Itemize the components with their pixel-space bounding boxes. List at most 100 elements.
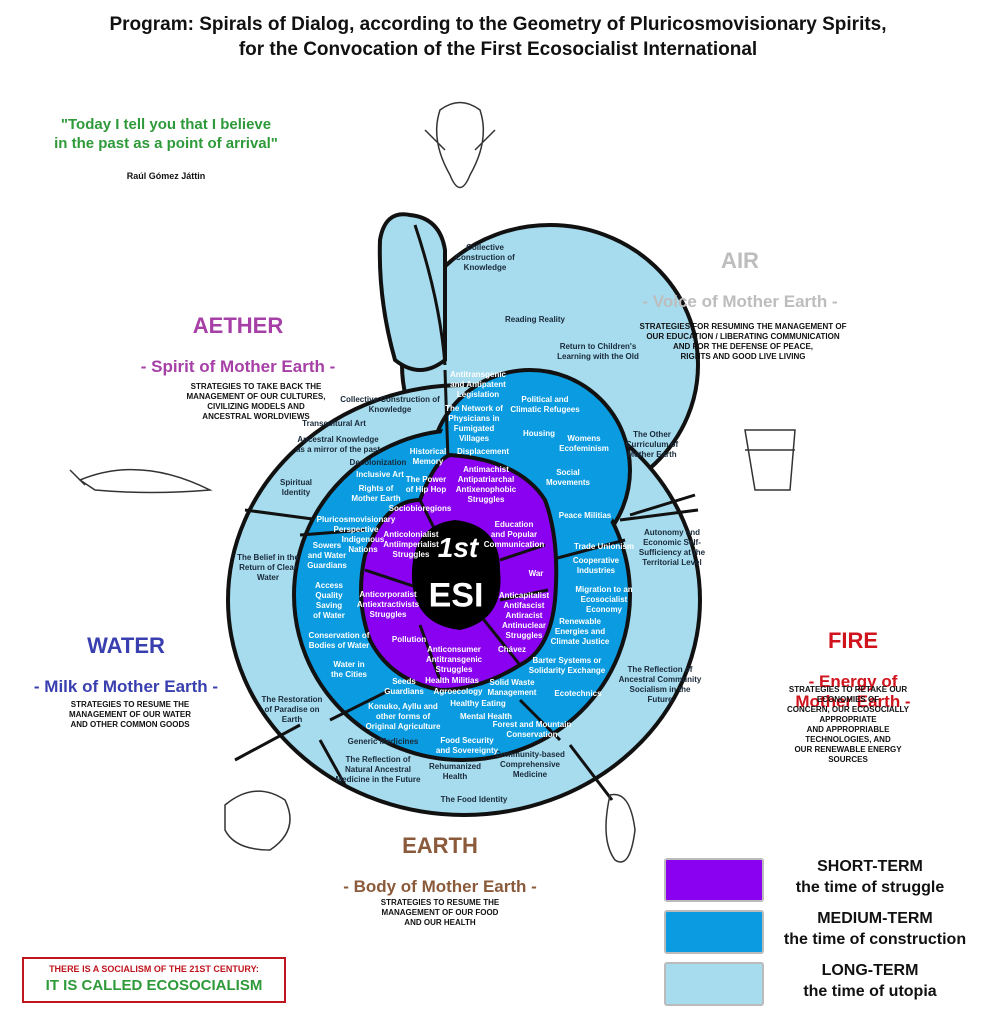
title-line-1: Program: Spirals of Dialog, according to… [109, 14, 887, 35]
medium-term-item: Mental Health [459, 712, 513, 721]
short-term-item: Chávez [497, 645, 527, 654]
element-water: WATER - Milk of Mother Earth - [34, 615, 218, 715]
long-term-item: Transcultural Art [302, 419, 366, 428]
long-term-item: Autonomy and Economic Self- Sufficiency … [638, 528, 706, 567]
earth-strategy: STRATEGIES TO RESUME THE MANAGEMENT OF O… [380, 898, 500, 927]
medium-term-item: Political and Climatic Refugees [510, 395, 580, 414]
legend-swatch-long [664, 962, 764, 1006]
ecosocialism-banner: THERE IS A SOCIALISM OF THE 21ST CENTURY… [22, 957, 286, 1003]
medium-term-item: Displacement [456, 447, 510, 456]
medium-term-item: Agroecology [433, 687, 483, 696]
medium-term-item: Healthy Eating [450, 699, 506, 708]
short-term-item: Anticorporatist Antiextractivists Strugg… [356, 590, 420, 619]
air-strategy: STRATEGIES FOR RESUMING THE MANAGEMENT O… [639, 322, 847, 361]
fish-icon [69, 468, 213, 494]
legend-swatch-medium [664, 910, 764, 954]
element-air: AIR - Voice of Mother Earth - [642, 230, 837, 330]
element-aether: AETHER - Spirit of Mother Earth - [141, 295, 336, 395]
water-subtitle: - Milk of Mother Earth - [33, 677, 219, 696]
legend-term: LONG-TERM [821, 962, 919, 979]
aether-subtitle: - Spirit of Mother Earth - [140, 357, 336, 376]
long-term-item: The Reflection of Natural Ancestral Medi… [335, 755, 421, 784]
frog-icon [224, 790, 291, 851]
short-term-item: Anticonsumer Antitransgenic Struggles [425, 645, 483, 674]
water-strategy: STRATEGIES TO RESUME THE MANAGEMENT OF O… [68, 700, 192, 729]
drum-icon [744, 429, 796, 491]
legend-term: SHORT-TERM [817, 858, 923, 875]
long-term-item: The Reflection of Ancestral Community So… [618, 665, 702, 704]
quote-text: "Today I tell you that I believe in the … [54, 116, 278, 152]
air-subtitle: - Voice of Mother Earth - [642, 292, 838, 311]
legend-item-long: LONG-TERM the time of utopia [755, 960, 985, 1002]
legend-desc: the time of construction [783, 931, 967, 948]
aether-name: AETHER [192, 313, 284, 338]
quote: "Today I tell you that I believe in the … [54, 97, 278, 199]
medium-term-item: Seeds Guardians [384, 677, 424, 696]
center-acronym: ESI [428, 576, 484, 615]
long-term-dividers [234, 224, 699, 801]
long-term-item: The Other Curriculum of Mother Earth [625, 430, 679, 459]
medium-term-item: Solid Waste Management [487, 678, 537, 697]
medium-term-item: Sowers and Water Guardians [307, 541, 347, 570]
earth-subtitle: - Body of Mother Earth - [343, 877, 537, 896]
medium-term-item: Rights of Mother Earth [351, 484, 401, 503]
banner-line-2: IT IS CALLED ECOSOCIALISM [45, 977, 263, 994]
short-term-item: Education and Popular Communication [483, 520, 545, 549]
medium-term-item: Inclusive Art [356, 470, 404, 479]
long-term-item: Reading Reality [504, 315, 566, 324]
long-term-item: Ancestral Knowledge as a mirror of the p… [295, 435, 381, 454]
element-earth: EARTH - Body of Mother Earth - [343, 815, 537, 915]
legend-swatch-short [664, 858, 764, 902]
long-term-item: Return to Children's Learning with the O… [557, 342, 639, 361]
fire-strategy: STRATEGIES TO RETAKE OUR ECONOMIES OF CO… [787, 685, 909, 764]
medium-term-item: Konuko, Ayllu and other forms of Origina… [365, 702, 441, 731]
long-term-item: Collective Construction of Knowledge [455, 243, 515, 272]
medium-term-item: Womens Ecofeminism [559, 434, 609, 453]
medium-term-item: Trade Unionism [573, 542, 635, 551]
medium-term-dividers [299, 369, 626, 742]
long-term-item: The Belief in the Return of Clear Water [237, 553, 299, 582]
fire-subtitle: - Energy of Mother Earth - [795, 672, 911, 711]
water-name: WATER [87, 633, 165, 658]
medium-term-item: Antitransgenic and Antipatent Legislatio… [449, 370, 507, 399]
bird-icon [424, 101, 496, 189]
center-ordinal: 1st [437, 532, 479, 563]
element-fire: FIRE - Energy of Mother Earth - [782, 610, 925, 730]
medium-term-item: Cooperative Industries [572, 556, 620, 575]
air-name: AIR [721, 248, 759, 273]
medium-term-item: The Network of Physicians in Fumigated V… [445, 404, 503, 443]
fire-name: FIRE [827, 628, 879, 653]
legend-desc: the time of utopia [803, 983, 937, 1000]
long-term-item: Rehumanized Health [428, 762, 482, 781]
short-term-item: War [528, 569, 544, 578]
page-title: Program: Spirals of Dialog, according to… [0, 12, 996, 62]
long-term-item: Spiritual Identity [279, 478, 313, 497]
corn-icon [605, 793, 636, 863]
medium-term-item: Sociobioregions [388, 504, 452, 513]
banner-line-1: THERE IS A SOCIALISM OF THE 21ST CENTURY… [49, 964, 259, 974]
legend-desc: the time of struggle [795, 879, 945, 896]
medium-term-item: Housing [523, 429, 555, 438]
medium-term-item: Renewable Energies and Climate Justice [550, 617, 610, 646]
short-term-item: Pollution [391, 635, 427, 644]
medium-term-item: Peace Militias [558, 511, 612, 520]
medium-term-item: Barter Systems or Solidarity Exchange [528, 656, 606, 675]
long-term-item: Community-based Comprehensive Medicine [495, 750, 565, 779]
long-term-item: Collective Construction of Knowledge [340, 395, 440, 414]
medium-term-item: Decolonization [349, 458, 407, 467]
title-line-2: for the Convocation of the First Ecosoci… [238, 39, 758, 60]
earth-name: EARTH [402, 833, 478, 858]
long-term-item: The Restoration of Paradise on Earth [261, 695, 323, 724]
aether-strategy: STRATEGIES TO TAKE BACK THE MANAGEMENT O… [186, 382, 326, 421]
medium-term-item: Social Movements [545, 468, 591, 487]
center-hub [411, 520, 501, 630]
legend-item-short: SHORT-TERM the time of struggle [755, 856, 985, 898]
short-term-item: Anticapitalist Antifascist Antiracist An… [498, 591, 550, 640]
short-term-item: Anticolonialist Antiimperialist Struggle… [383, 530, 439, 559]
medium-term-item: Forest and Mountain Conservation [492, 720, 572, 739]
medium-term-item: Indigenous Nations [341, 535, 385, 554]
short-term-item: Antimachist Antipatriarchal Antixenophob… [455, 465, 517, 504]
medium-term-item: Pluricosmovisionary Perspective [316, 515, 396, 534]
medium-term-item: Health Militias [425, 676, 479, 685]
